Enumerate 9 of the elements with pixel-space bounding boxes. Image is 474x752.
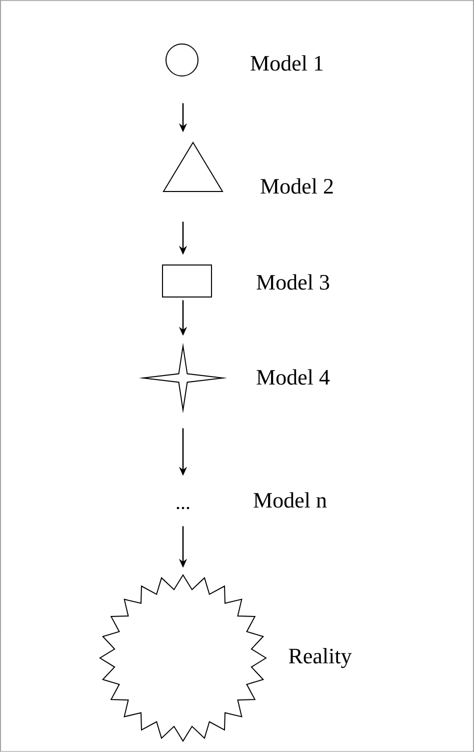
model-label: Model 4	[256, 369, 330, 385]
model-label: Model 2	[260, 178, 333, 194]
model-label: Reality	[288, 648, 352, 668]
rectangle-shape	[162, 264, 212, 298]
circle-shape	[166, 44, 198, 76]
ellipsis-text: ...	[176, 506, 190, 510]
model-label: Model 1	[250, 55, 323, 71]
model-label: Model 3	[256, 274, 330, 290]
model-label: Model n	[254, 492, 327, 508]
